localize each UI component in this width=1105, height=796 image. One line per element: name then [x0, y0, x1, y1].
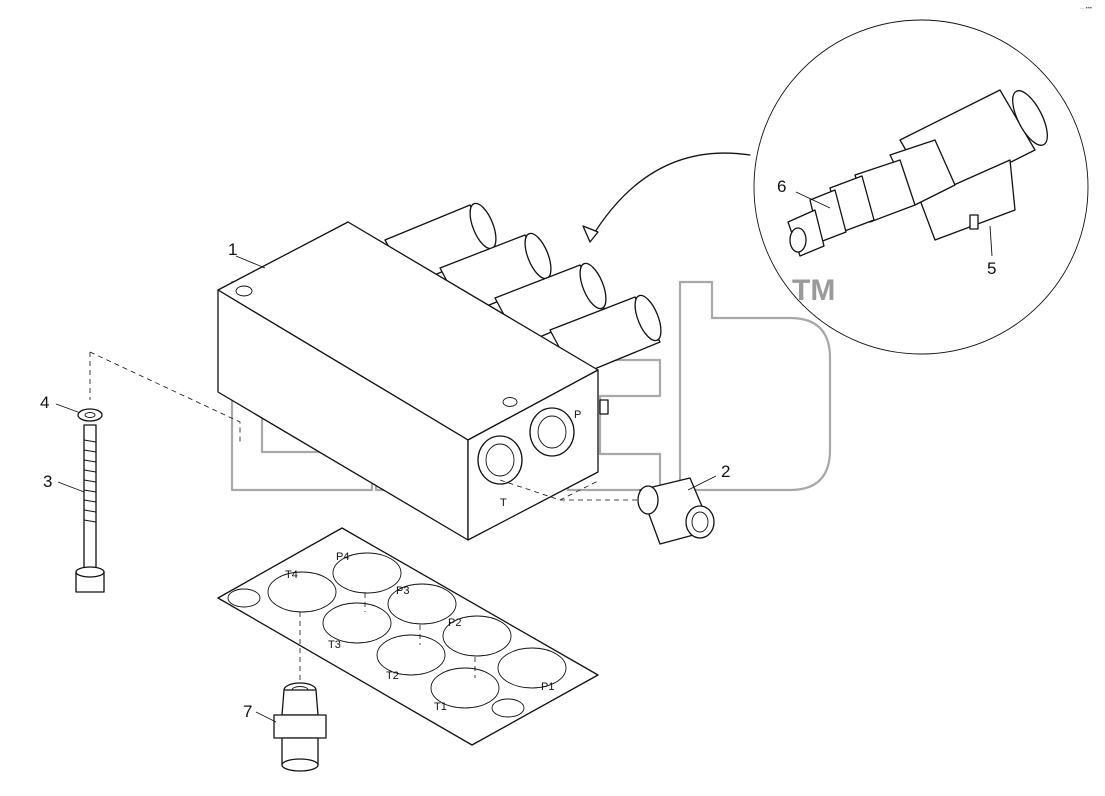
- callout-2: 2: [721, 462, 730, 481]
- callout-5: 5: [987, 259, 996, 278]
- port-t-label: T: [500, 497, 507, 509]
- gasket-t4: T4: [285, 569, 298, 581]
- callout-1: 1: [228, 240, 237, 259]
- gasket-p1: P1: [541, 681, 554, 693]
- mounting-screw: [55, 352, 105, 593]
- solenoid-4: [549, 294, 662, 415]
- washer: [77, 408, 103, 422]
- gasket-p4: P4: [336, 551, 349, 563]
- fitting-7: [255, 682, 327, 772]
- port-p-hole: [529, 407, 575, 457]
- valve-block: P T: [89, 202, 662, 541]
- port-t-hole: [477, 435, 523, 485]
- detail-view: [582, 19, 1089, 355]
- port-p-label: P: [574, 409, 581, 421]
- callout-6: 6: [777, 177, 786, 196]
- gasket-t3: T3: [328, 639, 341, 651]
- callout-7: 7: [243, 702, 252, 721]
- gasket-p3: P3: [396, 585, 409, 597]
- callout-3: 3: [43, 472, 52, 491]
- detail-arrow-head: [582, 225, 599, 243]
- gasket-t2: T2: [386, 670, 399, 682]
- gasket-t1: T1: [434, 701, 447, 713]
- corner-mark: ·· •••: [1080, 6, 1092, 12]
- gasket-p2: P2: [448, 617, 461, 629]
- fitting-2: [637, 475, 717, 545]
- gasket-plate: P4 T4 P3 T3 P2 T2 P1 T1: [217, 527, 599, 746]
- trademark-text: TM: [792, 274, 835, 307]
- callout-4: 4: [40, 393, 49, 412]
